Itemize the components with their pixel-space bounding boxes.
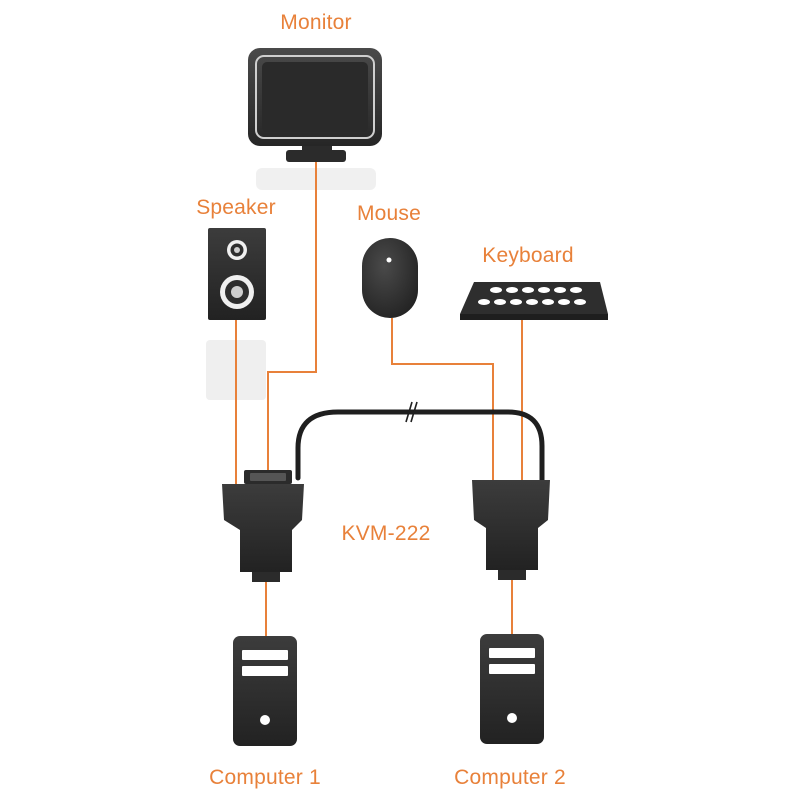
mouse-label: Mouse bbox=[356, 202, 422, 225]
monitor-label: Monitor bbox=[280, 11, 352, 34]
computer-2-label: Computer 2 bbox=[454, 766, 566, 789]
monitor-cable bbox=[267, 160, 317, 480]
cable-break-icon bbox=[405, 401, 418, 423]
keyboard-icon bbox=[460, 282, 608, 320]
kvm-connector-right bbox=[472, 480, 550, 580]
kvm-link-cable bbox=[295, 409, 545, 485]
computer-2-icon bbox=[480, 634, 544, 744]
speaker-label: Speaker bbox=[196, 196, 276, 219]
mouse-cable bbox=[391, 318, 494, 482]
monitor-icon bbox=[248, 48, 382, 162]
kvm-model-label: KVM-222 bbox=[341, 522, 431, 545]
device-cables bbox=[235, 160, 523, 636]
speaker-icon bbox=[208, 228, 266, 320]
mouse-icon bbox=[362, 238, 418, 318]
kvm-connector-left bbox=[222, 470, 304, 582]
computer-1-label: Computer 1 bbox=[209, 766, 321, 789]
computer-1-icon bbox=[233, 636, 297, 746]
keyboard-label: Keyboard bbox=[482, 244, 574, 267]
